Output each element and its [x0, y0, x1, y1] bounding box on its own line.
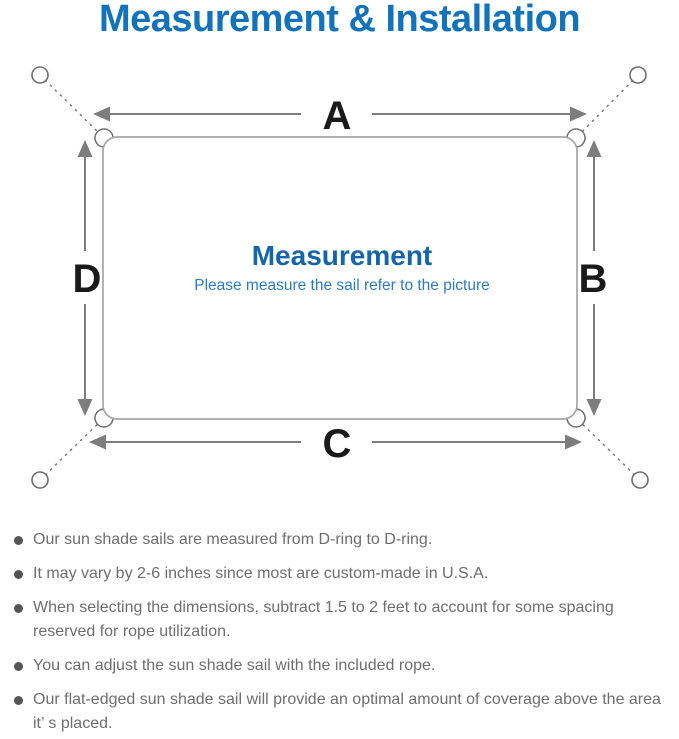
sail-diagram-svg: A B C D	[31, 66, 649, 489]
dim-label-d: D	[73, 257, 102, 301]
measurement-diagram: A B C D	[0, 42, 679, 516]
arrowhead-up-icon	[77, 140, 93, 157]
arrowhead-right-icon	[565, 434, 582, 450]
note-item: When selecting the dimensions, subtract …	[12, 596, 671, 644]
dim-arrow-c	[89, 434, 582, 450]
tether-line-bottom-right	[575, 417, 641, 481]
sail-outline	[102, 136, 578, 420]
arrowhead-up-icon	[586, 140, 602, 157]
note-item: Our flat-edged sun shade sail will provi…	[12, 688, 671, 736]
anchor-ring-icon-bottom-right	[631, 471, 649, 489]
tether-lines	[39, 74, 641, 481]
note-text: It may vary by 2-6 inches since most are…	[33, 565, 489, 582]
dim-arrow-d	[77, 140, 93, 416]
bullet-icon	[14, 604, 23, 613]
bullet-icon	[14, 662, 23, 671]
bullet-icon	[14, 570, 23, 579]
tether-line-top-right	[575, 74, 639, 139]
arrowhead-right-icon	[570, 106, 587, 122]
anchor-ring-icon-top-right	[629, 66, 647, 84]
notes-list: Our sun shade sails are measured from D-…	[0, 516, 679, 736]
page-title: Measurement & Installation	[98, 0, 581, 40]
note-item: It may vary by 2-6 inches since most are…	[12, 562, 671, 586]
anchor-rings	[31, 66, 649, 489]
dim-arrow-a	[93, 106, 587, 122]
dim-label-b: B	[579, 257, 608, 301]
bullet-icon	[14, 536, 23, 545]
note-text: Our sun shade sails are measured from D-…	[33, 531, 433, 548]
note-text: Our flat-edged sun shade sail will provi…	[33, 691, 661, 732]
bullet-icon	[14, 696, 23, 705]
dim-label-a: A	[323, 94, 352, 138]
anchor-ring-icon-top-left	[31, 66, 49, 84]
note-item: You can adjust the sun shade sail with t…	[12, 654, 671, 678]
arrowhead-left-icon	[93, 106, 110, 122]
arrowhead-down-icon	[586, 399, 602, 416]
arrowhead-left-icon	[89, 434, 106, 450]
anchor-ring-icon-bottom-left	[31, 471, 49, 489]
note-text: When selecting the dimensions, subtract …	[33, 599, 614, 640]
arrowhead-down-icon	[77, 399, 93, 416]
center-heading: Measurement	[252, 240, 433, 271]
note-item: Our sun shade sails are measured from D-…	[12, 528, 671, 552]
note-text: You can adjust the sun shade sail with t…	[33, 657, 436, 674]
tether-line-top-left	[39, 74, 105, 139]
dim-label-c: C	[323, 422, 352, 466]
tether-line-bottom-left	[39, 417, 105, 481]
dim-arrow-b	[586, 140, 602, 416]
center-subheading: Please measure the sail refer to the pic…	[194, 277, 490, 294]
